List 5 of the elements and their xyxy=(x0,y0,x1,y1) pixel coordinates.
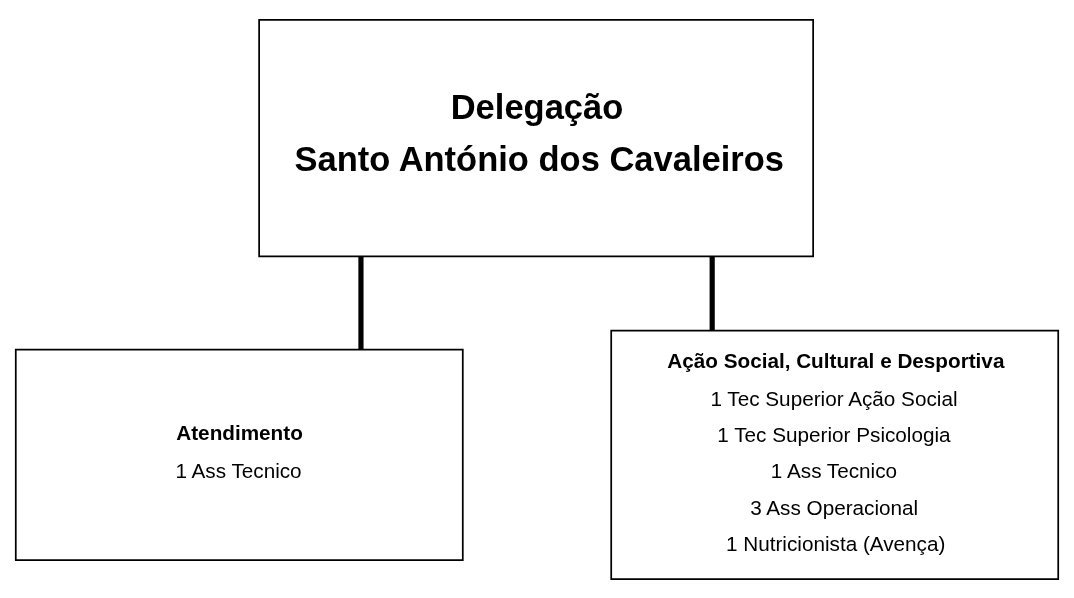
connector xyxy=(358,256,364,349)
node-box: Delegação Santo António dos Cavaleiros xyxy=(258,18,814,257)
node-box: Atendimento 1 Ass Tecnico xyxy=(14,348,464,561)
connector xyxy=(709,256,715,330)
node-box: Ação Social, Cultural e Desportiva 1 Tec Superior Ação Social 1 Tec Superior Psicologia 1 Ass Tecnico 3 Ass Operacional 1 Nutricionista (Avença) xyxy=(610,329,1060,580)
